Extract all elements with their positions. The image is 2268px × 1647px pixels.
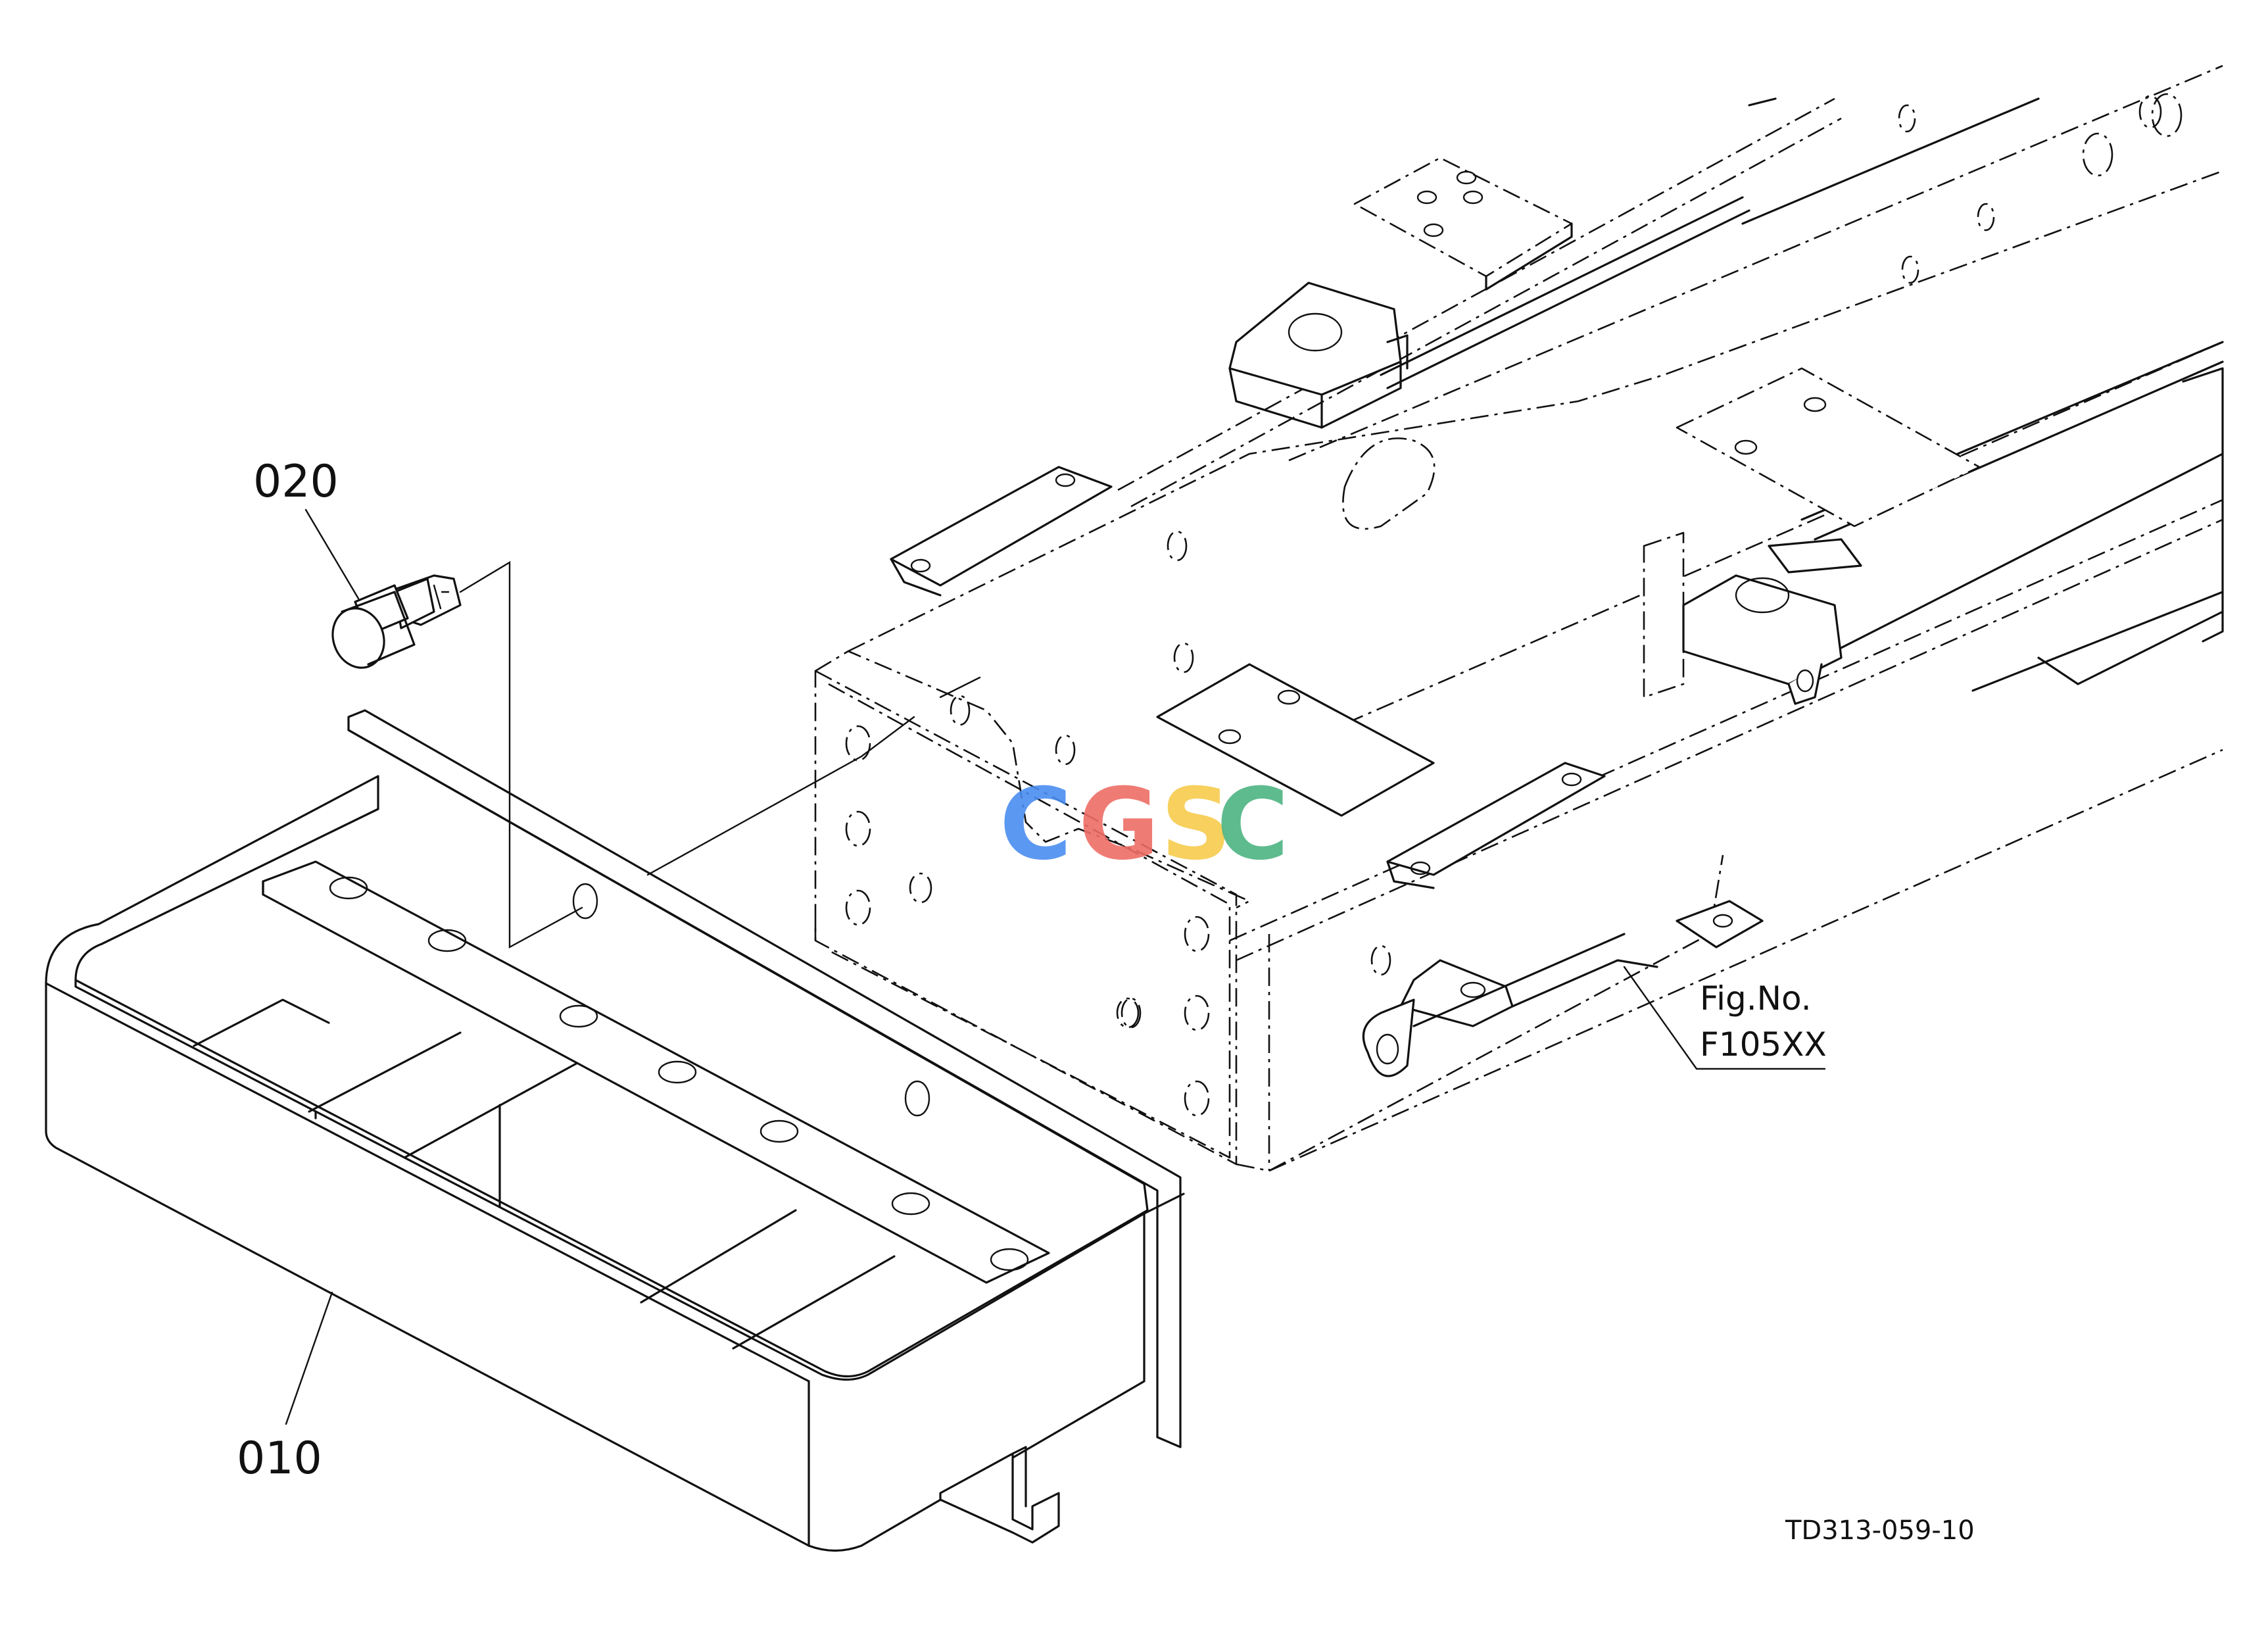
frame-bracket-rear <box>1228 282 1409 429</box>
leader-fig-ref <box>1623 966 1826 1070</box>
frame-assembly <box>814 64 2224 1172</box>
bolt-020 <box>331 574 462 669</box>
fig-ref-line2: F105XX <box>1700 1025 1827 1064</box>
callout-010: 010 <box>237 1433 322 1485</box>
frame-pad-center <box>1156 663 1435 817</box>
assembly-guide-lines <box>459 560 981 949</box>
frame-bracket-lower <box>1362 900 1764 1077</box>
watermark-logo: C G S C <box>1000 768 1289 882</box>
watermark-letter-s: S <box>1161 768 1232 882</box>
callout-020: 020 <box>253 456 339 508</box>
frame-tab-left <box>890 466 1113 597</box>
frame-bracket-right <box>1682 538 1862 705</box>
frame-pad-right <box>1676 367 1981 528</box>
fig-ref-line1: Fig.No. <box>1700 979 1812 1018</box>
frame-tab-middle <box>1386 762 1606 889</box>
drawing-number: TD313-059-10 <box>1785 1515 1975 1546</box>
watermark-letter-c2: C <box>1217 768 1289 882</box>
watermark-letter-c1: C <box>1000 768 1072 882</box>
leader-010 <box>285 1291 333 1425</box>
leader-lines <box>285 508 1826 1425</box>
frame-pad-rear <box>1353 157 1573 291</box>
watermark-letter-g: G <box>1078 768 1159 882</box>
leader-020 <box>304 508 360 600</box>
step-010 <box>45 709 1185 1552</box>
